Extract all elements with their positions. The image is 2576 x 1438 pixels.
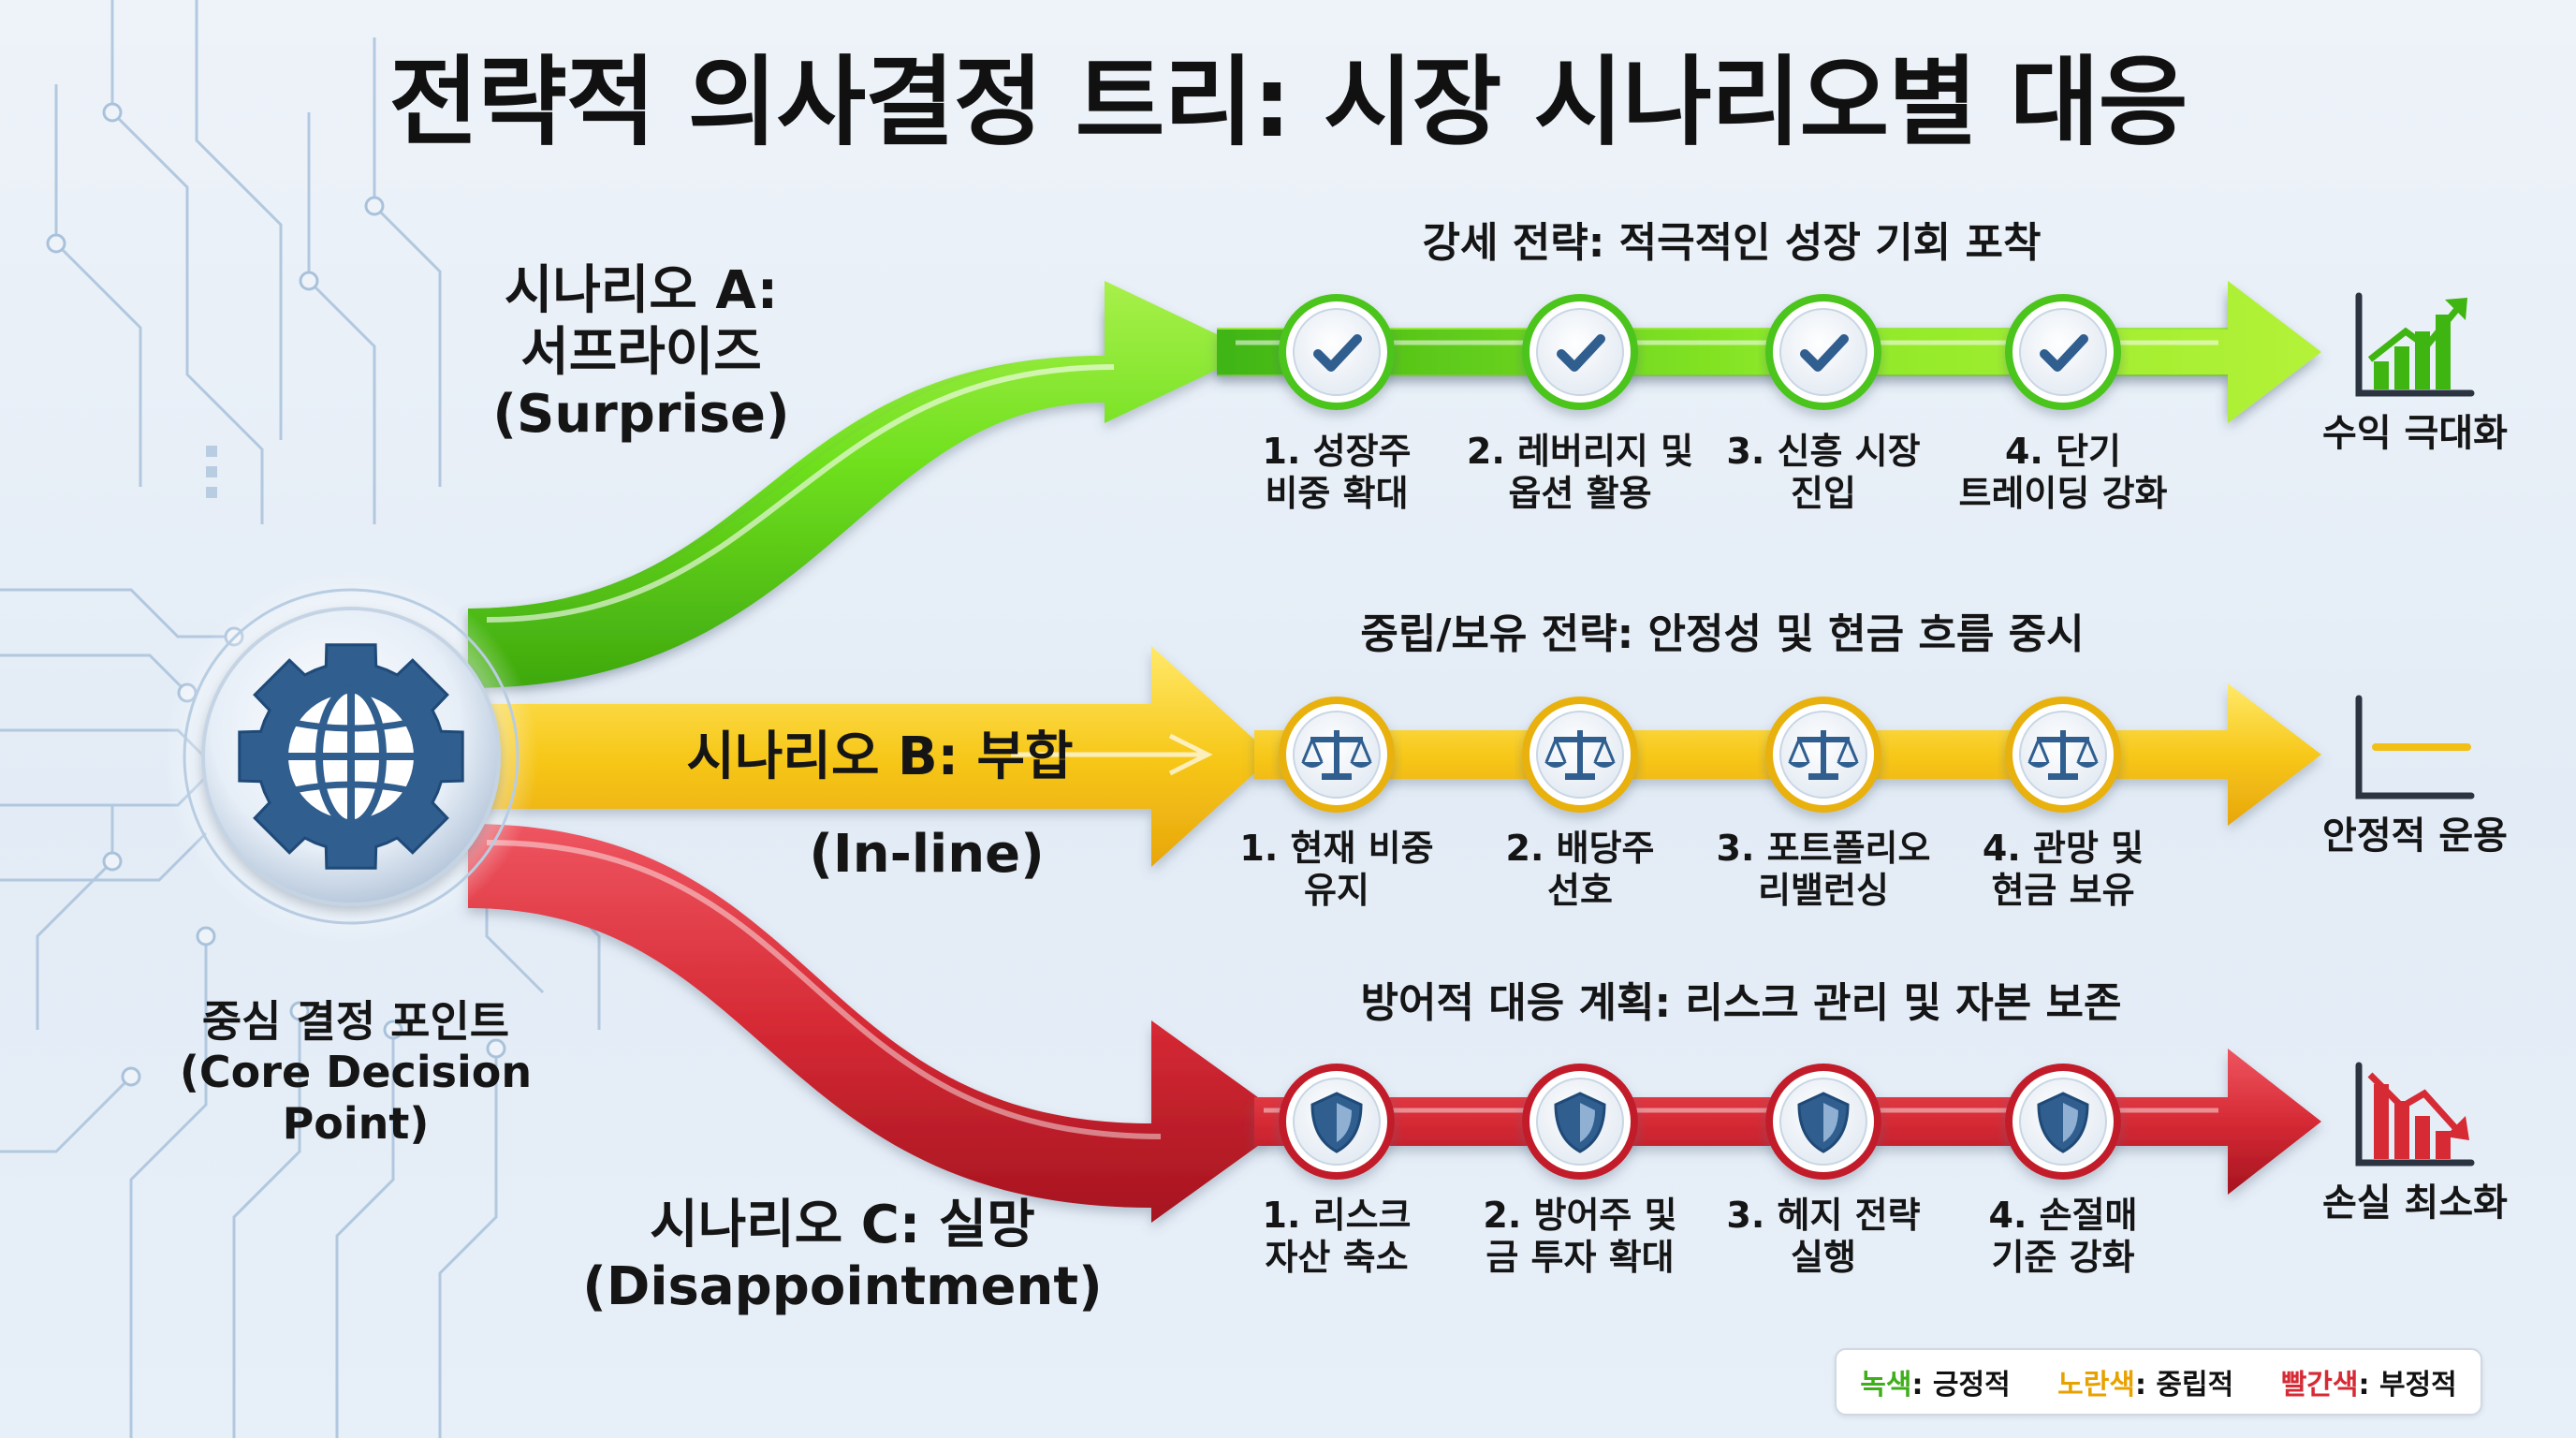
scenario-a-highlight [486, 364, 1115, 623]
core-decision-point [164, 569, 538, 944]
scales-icon [1788, 730, 1859, 780]
check-icon [1800, 334, 1849, 372]
check-icon [2040, 334, 2088, 372]
flat-chart-icon [2355, 695, 2475, 800]
legend-red-meaning: : 부정적 [2358, 1369, 2457, 1401]
scenario-c-outcome-label: 손실 최소화 [2322, 1181, 2508, 1225]
scenario-b-step-2-label: 2. 배당주 선호 [1505, 828, 1655, 911]
core-decision-label: 중심 결정 포인트 (Core Decision Point) [179, 996, 533, 1149]
scenario-c-strategy: 방어적 대응 계획: 리스크 관리 및 자본 보존 [1360, 979, 2122, 1027]
falling-chart-icon [2355, 1062, 2475, 1167]
scenario-b-step-2-badge [1522, 697, 1638, 813]
globe-gear-icon [238, 643, 464, 870]
scenario-a-step-2-badge [1522, 294, 1638, 410]
legend-green-key: 녹색 [1860, 1369, 1912, 1401]
circuit-squares-decoration [206, 446, 217, 498]
color-legend: 녹색: 긍정적 노란색: 중립적 빨간색: 부정적 [1835, 1348, 2482, 1416]
scenario-c-step-3-label: 3. 헤지 전략 실행 [1726, 1195, 1921, 1278]
scenario-b-step-1-badge [1279, 697, 1395, 813]
scenario-c-step-1-label: 1. 리스크 자산 축소 [1262, 1195, 1412, 1278]
scenario-b-arrow-highlight [1011, 733, 1213, 776]
legend-item-yellow: 노란색: 중립적 [2057, 1361, 2233, 1402]
shield-icon [1554, 1092, 1606, 1153]
legend-red-key: 빨간색 [2280, 1369, 2359, 1401]
legend-green-meaning: : 긍정적 [1911, 1369, 2011, 1401]
scenario-a-step-1-badge [1279, 294, 1395, 410]
scenario-a-step-4-label: 4. 단기 트레이딩 강화 [1958, 431, 2168, 514]
scenario-c-branch [468, 824, 1292, 1223]
scenario-c-step-1-badge [1279, 1064, 1395, 1180]
scenario-b-step-4-badge [2005, 697, 2121, 813]
scenario-a-step-1-label: 1. 성장주 비중 확대 [1262, 431, 1412, 514]
scenario-b-step-3-badge [1765, 697, 1881, 813]
scales-icon [1544, 730, 1616, 780]
legend-item-red: 빨간색: 부정적 [2281, 1361, 2457, 1402]
check-icon [1313, 334, 1362, 372]
scenario-a-arrow [468, 288, 2312, 683]
scenario-a-step-3-label: 3. 신흥 시장 진입 [1726, 431, 1921, 514]
scenario-b-branch [468, 646, 1273, 867]
scenario-a-label: 시나리오 A: 서프라이즈 (Surprise) [492, 260, 790, 446]
scenario-b-label: 시나리오 B: 부합 [686, 726, 1074, 787]
scenario-a-branch [468, 281, 1254, 688]
shield-icon [1797, 1092, 1850, 1153]
circuit-traces-decoration [0, 0, 601, 1438]
check-icon [1557, 334, 1605, 372]
scenario-c-step-2-badge [1522, 1064, 1638, 1180]
scenario-c-step-2-label: 2. 방어주 및 금 투자 확대 [1483, 1195, 1677, 1278]
scales-icon [2027, 730, 2099, 780]
scenario-a-step-4-badge [2005, 294, 2121, 410]
shield-icon [2037, 1092, 2089, 1153]
scenario-b-step-1-label: 1. 현재 비중 유지 [1239, 828, 1434, 911]
scenario-b-step-3-label: 3. 포트폴리오 리밸런싱 [1716, 828, 1931, 911]
scenario-a-strategy: 강세 전략: 적극적인 성장 기회 포착 [1422, 219, 2042, 267]
page-title: 전략적 의사결정 트리: 시장 시나리오별 대응 [388, 45, 2188, 159]
legend-yellow-meaning: : 중립적 [2134, 1369, 2234, 1401]
scenario-b-step-4-label: 4. 관망 및 현금 보유 [1982, 828, 2144, 911]
legend-yellow-key: 노란색 [2057, 1369, 2135, 1401]
scenario-b-strategy: 중립/보유 전략: 안정성 및 현금 흐름 중시 [1360, 610, 2085, 658]
rising-chart-icon [2355, 292, 2475, 397]
scenario-a-step-3-badge [1765, 294, 1881, 410]
scales-icon [1301, 730, 1372, 780]
scenario-c-step-3-badge [1765, 1064, 1881, 1180]
scenario-a-outcome-label: 수익 극대화 [2322, 412, 2508, 455]
scenario-a-step-2-label: 2. 레버리지 및 옵션 활용 [1466, 431, 1694, 514]
scenario-c-label: 시나리오 C: 실망 (Disappointment) [582, 1195, 1103, 1318]
shield-icon [1310, 1092, 1363, 1153]
scenario-b-outcome-label: 안정적 운용 [2322, 814, 2508, 858]
scenario-c-step-4-badge [2005, 1064, 2121, 1180]
scenario-c-highlight [486, 840, 1162, 1139]
legend-item-green: 녹색: 긍정적 [1860, 1361, 2010, 1402]
scenario-b-sublabel: (In-line) [809, 824, 1045, 885]
scenario-c-step-4-label: 4. 손절매 기준 강화 [1988, 1195, 2138, 1278]
